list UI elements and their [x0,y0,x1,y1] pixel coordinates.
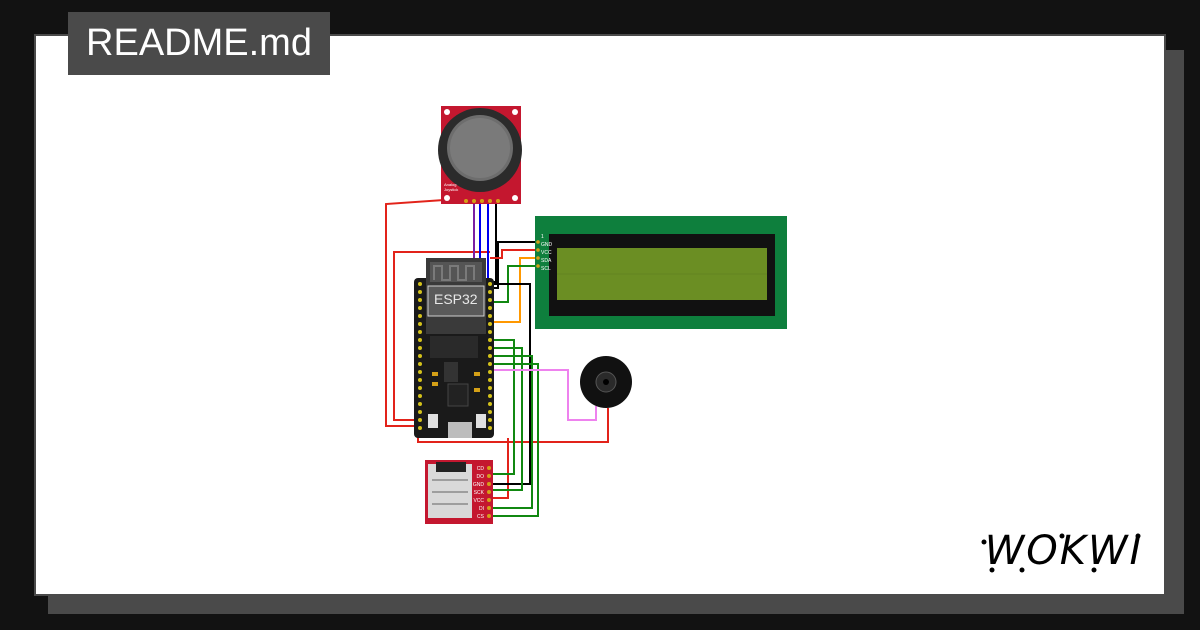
lcd-pin-labels: 1 GND VCC SDA SCL [541,234,553,272]
wire-orange-lcd [492,257,538,323]
sd-pins [487,466,491,518]
sd-pin-label: DO [477,474,485,480]
usb-bridge-chip [447,383,469,407]
wire-green-sd-3 [490,355,533,509]
mount-hole-icon [512,109,518,115]
analog-joystick[interactable]: Analog Joystick [438,106,522,204]
wokwi-logo: WOKWI [978,522,1150,578]
wire-pink-buzzer [492,369,597,421]
wire-green-sd-4 [490,363,539,517]
buzzer-hole-icon [603,379,609,385]
wire-red-mcu-top [393,251,490,421]
lcd-pin-label: VCC [541,250,552,256]
joystick-knob-top [450,118,510,178]
smd-part [474,372,480,376]
joystick-label-1: Analog [444,182,456,187]
smd-part [474,388,480,392]
sd-pin-label: CS [477,514,485,520]
esp32-label: ESP32 [434,291,478,307]
wire-black-joystick [492,200,497,283]
microsd-card-module[interactable]: CD DO GND SCK VCC DI CS [425,460,493,524]
wire-black-sd [490,283,531,485]
sd-pin-label: SCK [474,490,485,496]
antenna-trace-icon [433,265,475,281]
mount-hole-icon [512,195,518,201]
sd-pin-label: GND [473,482,485,488]
piezo-buzzer[interactable] [580,356,632,408]
sd-pin-label: DI [479,506,484,512]
lcd-pin-label: 1 [541,234,544,240]
logo-dots-icon [981,533,1141,573]
esp32-devkit[interactable]: ESP32 [414,258,494,438]
lcd-pin-label: GND [541,242,553,248]
sd-socket-ribs [432,479,468,505]
mount-hole-icon [444,195,450,201]
smd-part [432,372,438,376]
wire-green-sd-1 [490,339,515,475]
en-button[interactable] [476,414,486,428]
readme-title: README.md [68,12,330,75]
sd-pin-label: CD [477,466,485,472]
smd-part [432,382,438,386]
esp32-right-pins [488,282,492,430]
joystick-label-2: Joystick [444,187,458,192]
usb-port [448,422,472,438]
esp32-left-pins [418,282,422,430]
wire-red-sd [490,438,509,499]
wire-red-lcd [490,249,538,259]
wire-green-sd-2 [490,347,523,491]
sd-card-slot [436,462,466,472]
lcd-pin-label: SDA [541,258,552,264]
wire-black-lcd [492,241,538,289]
lcd-1602[interactable]: 1 GND VCC SDA SCL [535,216,787,329]
esp32-shield [427,285,485,317]
sd-pin-label: VCC [473,498,484,504]
joystick-pins [464,199,500,203]
chip [430,336,478,358]
boot-button[interactable] [428,414,438,428]
lcd-pin-label: SCL [541,266,551,272]
sd-pin-labels: CD DO GND SCK VCC DI CS [473,466,485,520]
wire-red-joystick [385,199,445,427]
wires [385,199,609,517]
lcd-pins [536,240,540,268]
regulator [444,362,458,382]
mount-hole-icon [444,109,450,115]
